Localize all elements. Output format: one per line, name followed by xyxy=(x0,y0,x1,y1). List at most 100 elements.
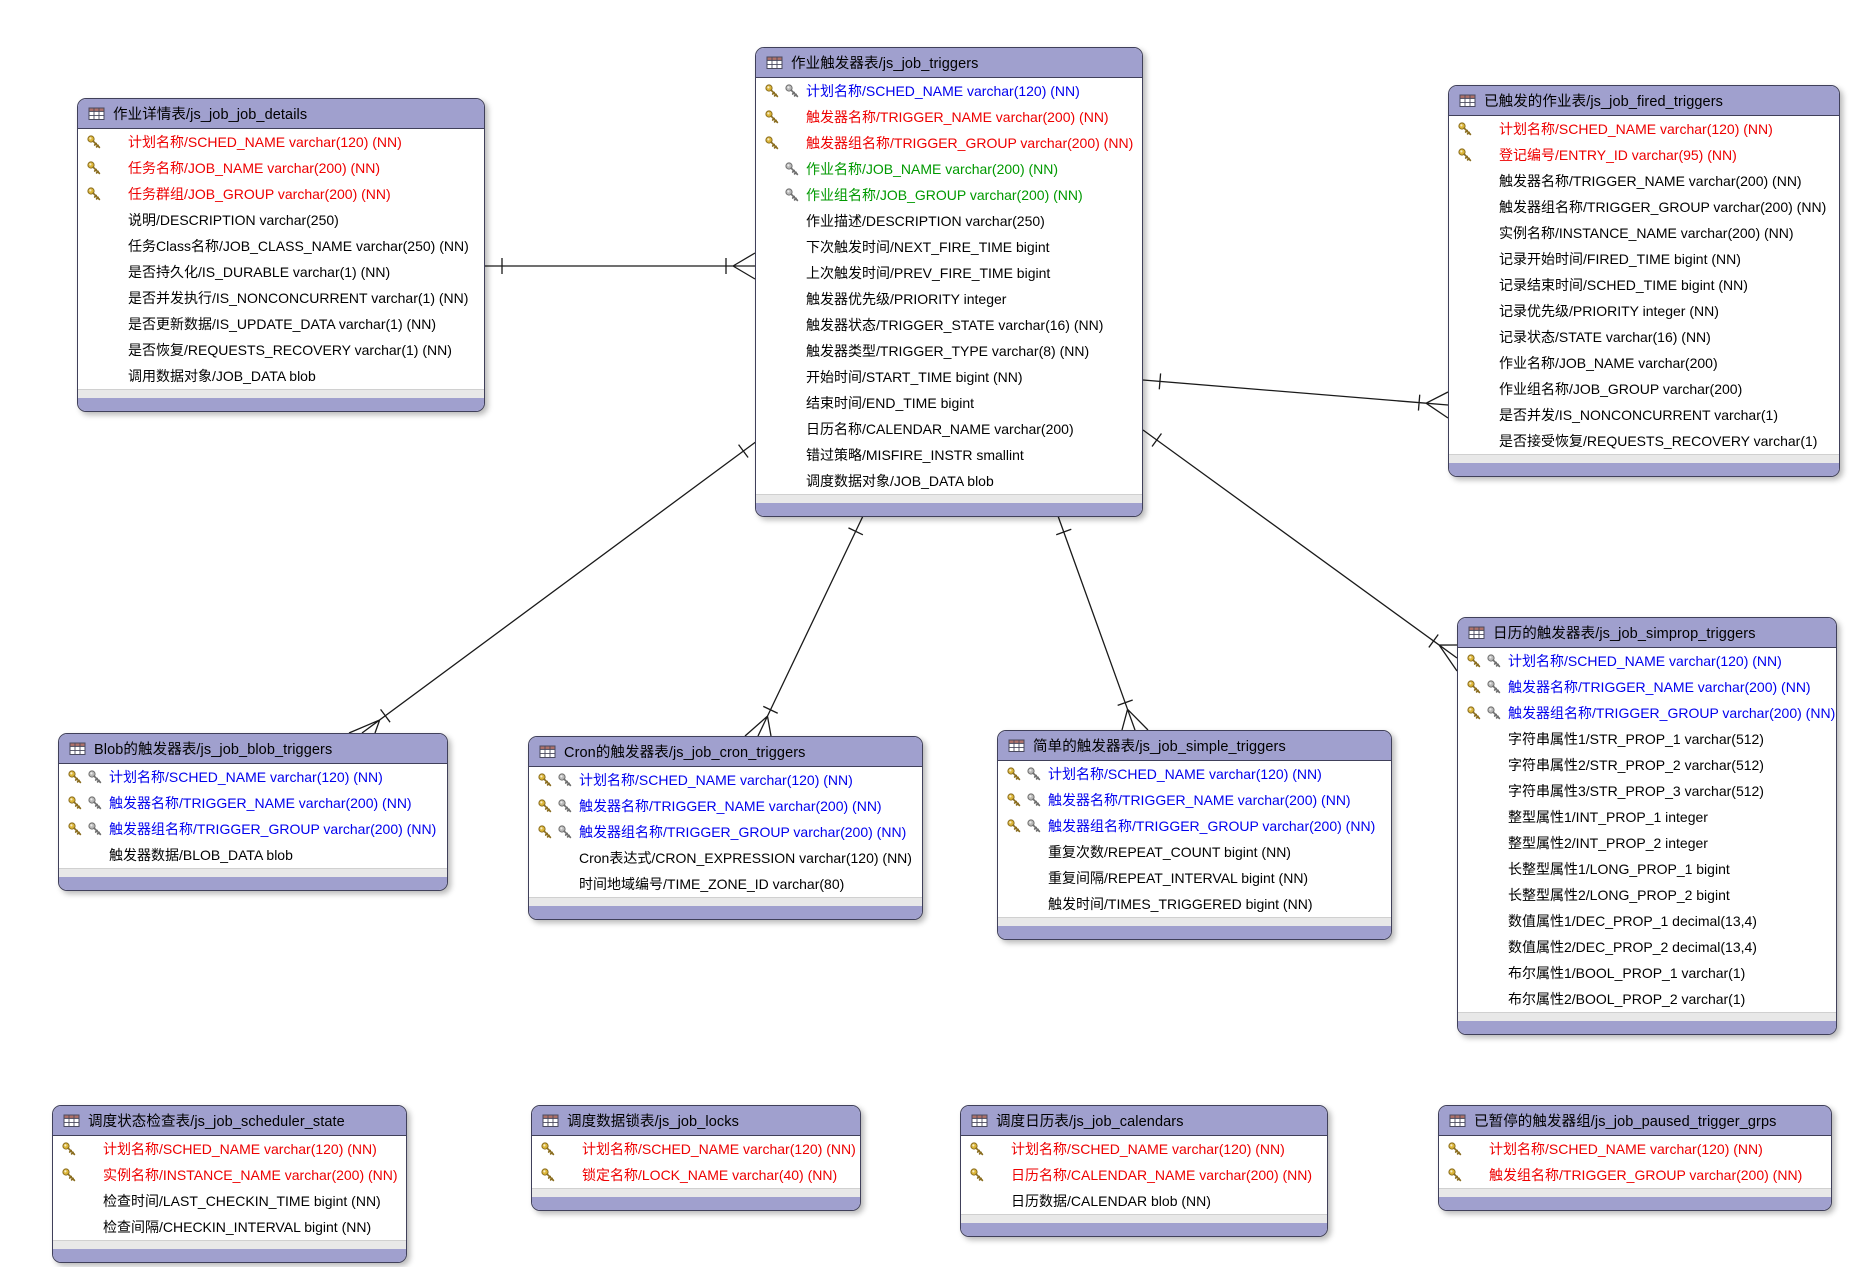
entity-table-js_job_calendars[interactable]: 调度日历表/js_job_calendars 计划名称/SCHED_NAME v… xyxy=(960,1105,1328,1237)
field-row[interactable]: 计划名称/SCHED_NAME varchar(120) (NN) xyxy=(1449,116,1839,142)
field-row[interactable]: Cron表达式/CRON_EXPRESSION varchar(120) (NN… xyxy=(529,845,922,871)
entity-table-js_job_scheduler_state[interactable]: 调度状态检查表/js_job_scheduler_state 计划名称/SCHE… xyxy=(52,1105,407,1263)
field-row[interactable]: 说明/DESCRIPTION varchar(250) xyxy=(78,207,484,233)
field-row[interactable]: 记录开始时间/FIRED_TIME bigint (NN) xyxy=(1449,246,1839,272)
field-row[interactable]: 触发器名称/TRIGGER_NAME varchar(200) (NN) xyxy=(529,793,922,819)
field-row[interactable]: 计划名称/SCHED_NAME varchar(120) (NN) xyxy=(756,78,1142,104)
field-row[interactable]: 重复间隔/REPEAT_INTERVAL bigint (NN) xyxy=(998,865,1391,891)
field-row[interactable]: 长整型属性1/LONG_PROP_1 bigint xyxy=(1458,856,1836,882)
field-row[interactable]: 触发器优先级/PRIORITY integer xyxy=(756,286,1142,312)
field-row[interactable]: 作业描述/DESCRIPTION varchar(250) xyxy=(756,208,1142,234)
field-row[interactable]: 计划名称/SCHED_NAME varchar(120) (NN) xyxy=(532,1136,860,1162)
field-row[interactable]: 计划名称/SCHED_NAME varchar(120) (NN) xyxy=(529,767,922,793)
field-row[interactable]: 检查时间/LAST_CHECKIN_TIME bigint (NN) xyxy=(53,1188,406,1214)
field-row[interactable]: 计划名称/SCHED_NAME varchar(120) (NN) xyxy=(1458,648,1836,674)
field-row[interactable]: 时间地域编号/TIME_ZONE_ID varchar(80) xyxy=(529,871,922,897)
field-row[interactable]: 触发时间/TIMES_TRIGGERED bigint (NN) xyxy=(998,891,1391,917)
field-row[interactable]: 是否恢复/REQUESTS_RECOVERY varchar(1) (NN) xyxy=(78,337,484,363)
field-row[interactable]: 记录结束时间/SCHED_TIME bigint (NN) xyxy=(1449,272,1839,298)
field-row[interactable]: 布尔属性2/BOOL_PROP_2 varchar(1) xyxy=(1458,986,1836,1012)
field-row[interactable]: 下次触发时间/NEXT_FIRE_TIME bigint xyxy=(756,234,1142,260)
field-row[interactable]: 触发组名称/TRIGGER_GROUP varchar(200) (NN) xyxy=(1439,1162,1831,1188)
field-row[interactable]: 结束时间/END_TIME bigint xyxy=(756,390,1142,416)
field-row[interactable]: 是否并发/IS_NONCONCURRENT varchar(1) xyxy=(1449,402,1839,428)
field-row[interactable]: 触发器名称/TRIGGER_NAME varchar(200) (NN) xyxy=(756,104,1142,130)
entity-table-js_job_blob_triggers[interactable]: Blob的触发器表/js_job_blob_triggers 计划名称/SCHE… xyxy=(58,733,448,891)
entity-table-js_job_locks[interactable]: 调度数据锁表/js_job_locks 计划名称/SCHED_NAME varc… xyxy=(531,1105,861,1211)
field-row[interactable]: 计划名称/SCHED_NAME varchar(120) (NN) xyxy=(59,764,447,790)
entity-table-js_job_simple_triggers[interactable]: 简单的触发器表/js_job_simple_triggers 计划名称/SCHE… xyxy=(997,730,1392,940)
field-row[interactable]: 整型属性2/INT_PROP_2 integer xyxy=(1458,830,1836,856)
table-header[interactable]: 日历的触发器表/js_job_simprop_triggers xyxy=(1458,618,1836,648)
field-row[interactable]: 记录状态/STATE varchar(16) (NN) xyxy=(1449,324,1839,350)
field-row[interactable]: 作业组名称/JOB_GROUP varchar(200) (NN) xyxy=(756,182,1142,208)
entity-table-js_job_job_details[interactable]: 作业详情表/js_job_job_details 计划名称/SCHED_NAME… xyxy=(77,98,485,412)
field-row[interactable]: 调用数据对象/JOB_DATA blob xyxy=(78,363,484,389)
field-row[interactable]: 实例名称/INSTANCE_NAME varchar(200) (NN) xyxy=(53,1162,406,1188)
field-row[interactable]: 触发器组名称/TRIGGER_GROUP varchar(200) (NN) xyxy=(998,813,1391,839)
field-row[interactable]: 是否持久化/IS_DURABLE varchar(1) (NN) xyxy=(78,259,484,285)
table-header[interactable]: Blob的触发器表/js_job_blob_triggers xyxy=(59,734,447,764)
field-row[interactable]: 锁定名称/LOCK_NAME varchar(40) (NN) xyxy=(532,1162,860,1188)
field-row[interactable]: 作业名称/JOB_NAME varchar(200) xyxy=(1449,350,1839,376)
table-header[interactable]: 调度日历表/js_job_calendars xyxy=(961,1106,1327,1136)
field-row[interactable]: 触发器名称/TRIGGER_NAME varchar(200) (NN) xyxy=(998,787,1391,813)
entity-table-js_job_paused_trigger_grps[interactable]: 已暂停的触发器组/js_job_paused_trigger_grps 计划名称… xyxy=(1438,1105,1832,1211)
field-row[interactable]: 触发器组名称/TRIGGER_GROUP varchar(200) (NN) xyxy=(59,816,447,842)
field-row[interactable]: 调度数据对象/JOB_DATA blob xyxy=(756,468,1142,494)
entity-table-js_job_triggers[interactable]: 作业触发器表/js_job_triggers 计划名称/SCHED_NAME v… xyxy=(755,47,1143,517)
entity-table-js_job_fired_triggers[interactable]: 已触发的作业表/js_job_fired_triggers 计划名称/SCHED… xyxy=(1448,85,1840,477)
field-row[interactable]: 字符串属性3/STR_PROP_3 varchar(512) xyxy=(1458,778,1836,804)
field-row[interactable]: 日历数据/CALENDAR blob (NN) xyxy=(961,1188,1327,1214)
field-row[interactable]: 错过策略/MISFIRE_INSTR smallint xyxy=(756,442,1142,468)
field-row[interactable]: 作业组名称/JOB_GROUP varchar(200) xyxy=(1449,376,1839,402)
field-row[interactable]: 作业名称/JOB_NAME varchar(200) (NN) xyxy=(756,156,1142,182)
field-row[interactable]: 触发器组名称/TRIGGER_GROUP varchar(200) (NN) xyxy=(756,130,1142,156)
field-row[interactable]: 重复次数/REPEAT_COUNT bigint (NN) xyxy=(998,839,1391,865)
field-row[interactable]: 是否并发执行/IS_NONCONCURRENT varchar(1) (NN) xyxy=(78,285,484,311)
table-header[interactable]: 已触发的作业表/js_job_fired_triggers xyxy=(1449,86,1839,116)
entity-table-js_job_cron_triggers[interactable]: Cron的触发器表/js_job_cron_triggers 计划名称/SCHE… xyxy=(528,736,923,920)
field-row[interactable]: 数值属性1/DEC_PROP_1 decimal(13,4) xyxy=(1458,908,1836,934)
field-row[interactable]: 任务Class名称/JOB_CLASS_NAME varchar(250) (N… xyxy=(78,233,484,259)
field-row[interactable]: 字符串属性2/STR_PROP_2 varchar(512) xyxy=(1458,752,1836,778)
field-row[interactable]: 触发器名称/TRIGGER_NAME varchar(200) (NN) xyxy=(59,790,447,816)
field-row[interactable]: 实例名称/INSTANCE_NAME varchar(200) (NN) xyxy=(1449,220,1839,246)
field-row[interactable]: 布尔属性1/BOOL_PROP_1 varchar(1) xyxy=(1458,960,1836,986)
table-header[interactable]: Cron的触发器表/js_job_cron_triggers xyxy=(529,737,922,767)
field-row[interactable]: 触发器状态/TRIGGER_STATE varchar(16) (NN) xyxy=(756,312,1142,338)
field-row[interactable]: 开始时间/START_TIME bigint (NN) xyxy=(756,364,1142,390)
field-row[interactable]: 计划名称/SCHED_NAME varchar(120) (NN) xyxy=(998,761,1391,787)
field-row[interactable]: 日历名称/CALENDAR_NAME varchar(200) xyxy=(756,416,1142,442)
field-row[interactable]: 计划名称/SCHED_NAME varchar(120) (NN) xyxy=(53,1136,406,1162)
field-row[interactable]: 长整型属性2/LONG_PROP_2 bigint xyxy=(1458,882,1836,908)
field-row[interactable]: 计划名称/SCHED_NAME varchar(120) (NN) xyxy=(961,1136,1327,1162)
field-row[interactable]: 触发器名称/TRIGGER_NAME varchar(200) (NN) xyxy=(1458,674,1836,700)
field-row[interactable]: 触发器组名称/TRIGGER_GROUP varchar(200) (NN) xyxy=(1449,194,1839,220)
field-row[interactable]: 日历名称/CALENDAR_NAME varchar(200) (NN) xyxy=(961,1162,1327,1188)
field-row[interactable]: 是否接受恢复/REQUESTS_RECOVERY varchar(1) xyxy=(1449,428,1839,454)
field-row[interactable]: 上次触发时间/PREV_FIRE_TIME bigint xyxy=(756,260,1142,286)
field-row[interactable]: 整型属性1/INT_PROP_1 integer xyxy=(1458,804,1836,830)
field-row[interactable]: 触发器类型/TRIGGER_TYPE varchar(8) (NN) xyxy=(756,338,1142,364)
entity-table-js_job_simprop_triggers[interactable]: 日历的触发器表/js_job_simprop_triggers 计划名称/SCH… xyxy=(1457,617,1837,1035)
table-header[interactable]: 作业触发器表/js_job_triggers xyxy=(756,48,1142,78)
field-row[interactable]: 记录优先级/PRIORITY integer (NN) xyxy=(1449,298,1839,324)
field-row[interactable]: 触发器名称/TRIGGER_NAME varchar(200) (NN) xyxy=(1449,168,1839,194)
field-row[interactable]: 任务名称/JOB_NAME varchar(200) (NN) xyxy=(78,155,484,181)
table-header[interactable]: 调度状态检查表/js_job_scheduler_state xyxy=(53,1106,406,1136)
field-row[interactable]: 任务群组/JOB_GROUP varchar(200) (NN) xyxy=(78,181,484,207)
field-row[interactable]: 计划名称/SCHED_NAME varchar(120) (NN) xyxy=(1439,1136,1831,1162)
table-header[interactable]: 简单的触发器表/js_job_simple_triggers xyxy=(998,731,1391,761)
table-header[interactable]: 调度数据锁表/js_job_locks xyxy=(532,1106,860,1136)
field-row[interactable]: 触发器组名称/TRIGGER_GROUP varchar(200) (NN) xyxy=(529,819,922,845)
field-row[interactable]: 检查间隔/CHECKIN_INTERVAL bigint (NN) xyxy=(53,1214,406,1240)
field-row[interactable]: 是否更新数据/IS_UPDATE_DATA varchar(1) (NN) xyxy=(78,311,484,337)
field-row[interactable]: 触发器数据/BLOB_DATA blob xyxy=(59,842,447,868)
field-row[interactable]: 数值属性2/DEC_PROP_2 decimal(13,4) xyxy=(1458,934,1836,960)
table-header[interactable]: 已暂停的触发器组/js_job_paused_trigger_grps xyxy=(1439,1106,1831,1136)
field-row[interactable]: 计划名称/SCHED_NAME varchar(120) (NN) xyxy=(78,129,484,155)
field-row[interactable]: 触发器组名称/TRIGGER_GROUP varchar(200) (NN) xyxy=(1458,700,1836,726)
table-header[interactable]: 作业详情表/js_job_job_details xyxy=(78,99,484,129)
field-row[interactable]: 字符串属性1/STR_PROP_1 varchar(512) xyxy=(1458,726,1836,752)
